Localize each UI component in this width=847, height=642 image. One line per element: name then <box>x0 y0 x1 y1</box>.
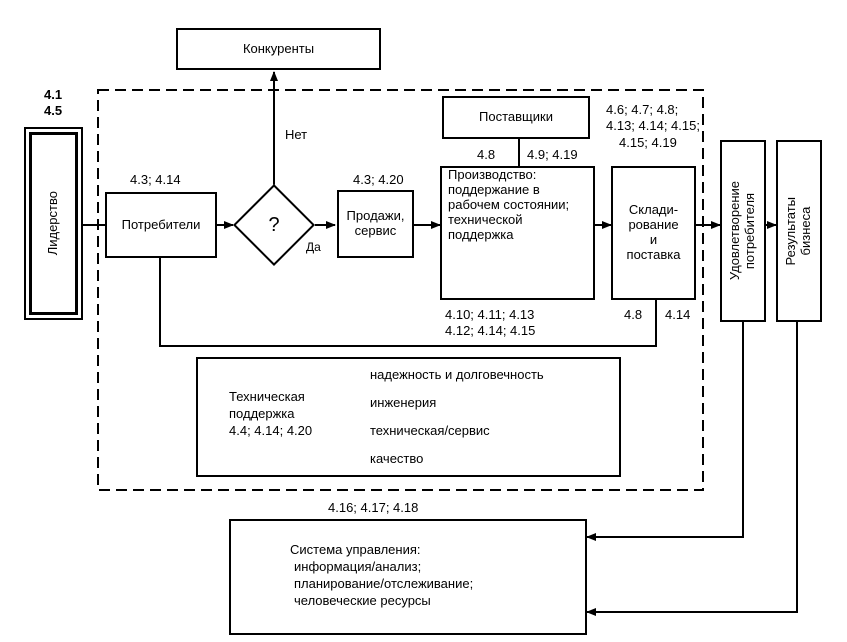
ref-leadership-1: 4.1 <box>44 87 63 102</box>
results-box: Результаты бизнеса <box>776 140 822 322</box>
yes-label: Да <box>306 240 321 254</box>
warehouse-line-2: рование <box>628 217 679 233</box>
ref-production: 4.10; 4.11; 4.13 4.12; 4.14; 4.15 <box>445 307 535 340</box>
ref-sales: 4.3; 4.20 <box>353 172 404 187</box>
results-management-arrow <box>586 322 798 616</box>
consumers-label: Потребители <box>121 216 201 232</box>
competitors-box: Конкуренты <box>176 28 381 70</box>
sales-line-2: сервис <box>354 223 397 238</box>
ref-production-1: 4.10; 4.11; 4.13 <box>445 307 535 322</box>
sales-box: Продажи, сервис <box>337 190 414 258</box>
ref-warehouse-left: 4.8 <box>624 307 643 322</box>
ref-management: 4.16; 4.17; 4.18 <box>328 500 419 515</box>
consumers-box: Потребители <box>105 192 217 258</box>
results-line-2: бизнеса <box>798 206 813 256</box>
satisfaction-label: Удовлетворение потребителя <box>727 181 758 281</box>
tech-item-service: техническая/сервис <box>370 423 490 438</box>
ref-supplier-left: 4.8 <box>477 147 496 162</box>
results-line-1: Результаты <box>783 196 799 266</box>
ref-production-2: 4.12; 4.14; 4.15 <box>445 323 536 339</box>
ref-leadership: 4.1 4.5 <box>44 87 62 120</box>
tech-support-title-2: поддержка <box>229 405 295 421</box>
production-line-3: рабочем состоянии; <box>448 196 570 212</box>
warehouse-box: Склади- рование и поставка <box>611 166 696 300</box>
leadership-label: Лидерство <box>45 191 61 256</box>
warehouse-line-4: поставка <box>626 246 681 262</box>
tech-item-engineering: инженерия <box>370 395 437 410</box>
suppliers-box: Поставщики <box>442 96 590 139</box>
satisfaction-line-1: Удовлетворение <box>727 181 743 281</box>
results-label: Результаты бизнеса <box>783 196 814 266</box>
management-line-4: человеческие ресурсы <box>294 592 431 608</box>
management-line-3: планирование/отслеживание; <box>294 575 474 591</box>
enterprise-boundary <box>97 89 704 491</box>
feedback-loop-line <box>159 258 657 347</box>
tech-support-title-1: Техническая <box>229 389 305 404</box>
tech-support-title-3: 4.4; 4.14; 4.20 <box>229 422 313 438</box>
ref-top-right-1: 4.6; 4.7; 4.8; <box>606 102 679 117</box>
decision-label: ? <box>268 213 280 236</box>
warehouse-line-1: Склади- <box>628 202 679 218</box>
suppliers-label: Поставщики <box>479 109 553 125</box>
tech-support-box <box>196 357 621 477</box>
production-line-1: Производство: <box>448 167 537 182</box>
leadership-box: Лидерство <box>24 127 83 320</box>
ref-leadership-2: 4.5 <box>44 103 63 119</box>
no-label: Нет <box>285 127 308 142</box>
ref-top-right: 4.6; 4.7; 4.8; 4.13; 4.14; 4.15; 4.15; 4… <box>606 102 700 151</box>
warehouse-line-3: и <box>649 232 658 247</box>
ref-consumers: 4.3; 4.14 <box>130 172 181 187</box>
ref-top-right-3: 4.15; 4.19 <box>619 134 677 150</box>
ref-supplier-right: 4.9; 4.19 <box>527 147 578 162</box>
tech-item-reliability: надежность и долговечность <box>370 367 544 382</box>
satisfaction-line-2: потребителя <box>742 192 757 270</box>
tech-support-title: Техническая поддержка 4.4; 4.14; 4.20 <box>229 389 312 440</box>
satisfaction-management-arrow <box>586 322 744 541</box>
management-line-1: Система управления: <box>290 542 421 557</box>
management-text: Система управления: информация/анализ; п… <box>290 542 473 610</box>
management-line-2: информация/анализ; <box>294 558 422 574</box>
tech-item-quality: качество <box>370 451 424 466</box>
production-line-4: технической <box>448 211 523 227</box>
sales-line-1: Продажи, <box>346 208 405 224</box>
ref-warehouse-right: 4.14 <box>665 307 691 322</box>
production-line-5: поддержка <box>448 226 514 242</box>
ref-top-right-2: 4.13; 4.14; 4.15; <box>606 118 700 134</box>
satisfaction-box: Удовлетворение потребителя <box>720 140 766 322</box>
production-line-2: поддержание в <box>448 181 540 197</box>
competitors-label: Конкуренты <box>242 40 315 56</box>
production-box: Производство: поддержание в рабочем сост… <box>440 166 595 300</box>
management-box <box>229 519 587 635</box>
